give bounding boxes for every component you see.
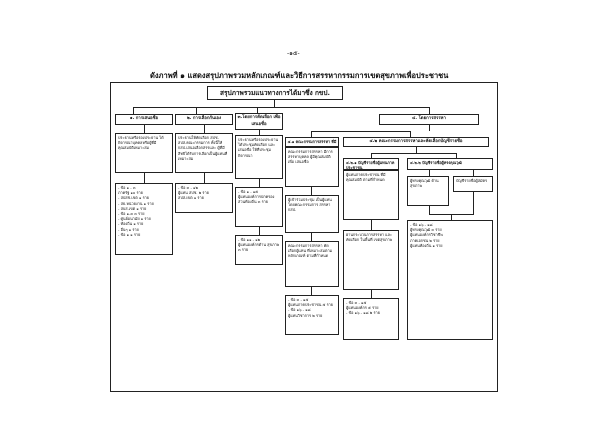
connector [144, 125, 145, 133]
col3-box2: - ข้อ ๑ - ๑๕ ผู้แทนองค์การปกครอง ส่วนท้อ… [235, 187, 283, 227]
col4b1-header: ๔.๒.๑ บัญชีรายชื่อผู้แทนภาคประชาชน [343, 158, 399, 170]
col1-box2: - ข้อ ๑ - ๓ ภาครัฐ ๑๐ ราย - สปสช.เขต ๑ ร… [115, 183, 173, 255]
connector [311, 131, 411, 132]
col4b1-box2: ผ่านกระบวนการสรรหา และคัดเลือก ในพื้นที่… [343, 230, 399, 290]
figure-caption: ดังภาพที่ ๑ แสดงสรุปภาพรวมหลักเกณฑ์และวิ… [150, 71, 449, 80]
connector [456, 153, 457, 158]
col4-header: ๔. โดยการสรรหา [379, 114, 479, 125]
connector [371, 220, 372, 230]
connector [473, 170, 474, 176]
connector [259, 130, 260, 135]
col4a-box1: คณะกรรมการสรรหา มีการสรรหาบุคคล ผู้มีคุณ… [285, 147, 339, 187]
connector [311, 187, 312, 195]
connector [371, 153, 457, 154]
col4b2-header: ๔.๒.๒ บัญชีรายชื่อผู้ทรงคุณวุฒิ [407, 158, 493, 170]
col4a-header: ๔.๑ คณะกรรมการสรรหา ที่มีอำนาจ [285, 137, 339, 147]
col4b1-box1: ผู้แทนภาคประชาชน ที่มีคุณสมบัติ ตามที่กำ… [343, 170, 399, 220]
connector [451, 214, 452, 220]
connector [371, 153, 372, 158]
connector [133, 107, 134, 114]
connector [259, 179, 260, 187]
connector [410, 131, 411, 137]
connector [429, 206, 430, 214]
col1-box1: ประธานหรือรองประธาน ได้พิจารณาบุคคลหรือผ… [115, 133, 173, 173]
col1-header: ๑. การเสนอชื่อ [115, 114, 173, 125]
col2-header: ๒. การเลือกกันเอง [175, 114, 233, 125]
page-number: -๑๕- [287, 50, 300, 57]
connector [429, 125, 430, 131]
connector [144, 173, 145, 183]
connector [257, 107, 258, 113]
connector [204, 125, 205, 133]
col3-header: ๓.โดยการคัดเลือก เพื่อเสนอชื่อ [235, 113, 283, 130]
diagram-frame: สรุปภาพรวมแนวทางการได้มาซึ่ง กขป. ๑. การ… [110, 82, 498, 392]
connector [311, 233, 312, 241]
connector [204, 173, 205, 183]
connector [416, 147, 417, 153]
col4b2-box2: บัญชีรายชื่อผู้สมัคร [453, 176, 493, 192]
connector [429, 107, 430, 114]
col4b-header: ๔.๒ คณะกรรมการสรรหาและคัดเลือกบัญชีรายชื… [343, 137, 489, 147]
col3-box1: ประธานหรือรองประธาน ได้ประชุมคัดเลือก แล… [235, 135, 283, 179]
col4a-box4: - ข้อ ๓ - ๑๕ ผู้แทนภาคประชาชน ๕ ราย - ข้… [285, 295, 339, 335]
connector [274, 100, 275, 107]
col3-box3: - ข้อ ๑๑ - ๑๒ ผู้แทนองค์กรด้าน สุขภาพ ๓ … [235, 235, 283, 265]
connector [259, 227, 260, 235]
col2-box2: - ข้อ ๓ - ๑๒ ผู้แทน สปช. ๒ ราย สปส.เขต ๑… [175, 183, 233, 213]
connector [196, 107, 197, 114]
connector [429, 170, 430, 176]
col4a-box2: ผู้เข้าร่วมประชุม เป็นผู้แทน โดยคณะกรรมก… [285, 195, 339, 233]
top-box: สรุปภาพรวมแนวทางการได้มาซึ่ง กขป. [207, 86, 343, 100]
col4a-box3: คณะกรรมการสรรหา คัดเลือกผู้แทน ที่เหมาะส… [285, 241, 339, 287]
connector [133, 107, 429, 108]
col4b2-box1: ผู้ทรงคุณวุฒิ ด้านสุขภาพ [407, 176, 449, 206]
connector [311, 287, 312, 295]
connector [311, 131, 312, 137]
connector [473, 192, 474, 214]
col4b1-box3: - ข้อ ๓ - ๑๕ ผู้แทนองค์กร ๕ ราย - ข้อ ๑๖… [343, 298, 399, 340]
col4b2-box3: - ข้อ ๑๖ - ๑๘ ผู้ทรงคุณวุฒิ ๓ ราย ผู้แทน… [407, 220, 493, 340]
col2-box1: ประธานให้คัดเลือก สปช. สปส.คณะกรรมการ ทั… [175, 133, 233, 173]
connector [371, 290, 372, 298]
